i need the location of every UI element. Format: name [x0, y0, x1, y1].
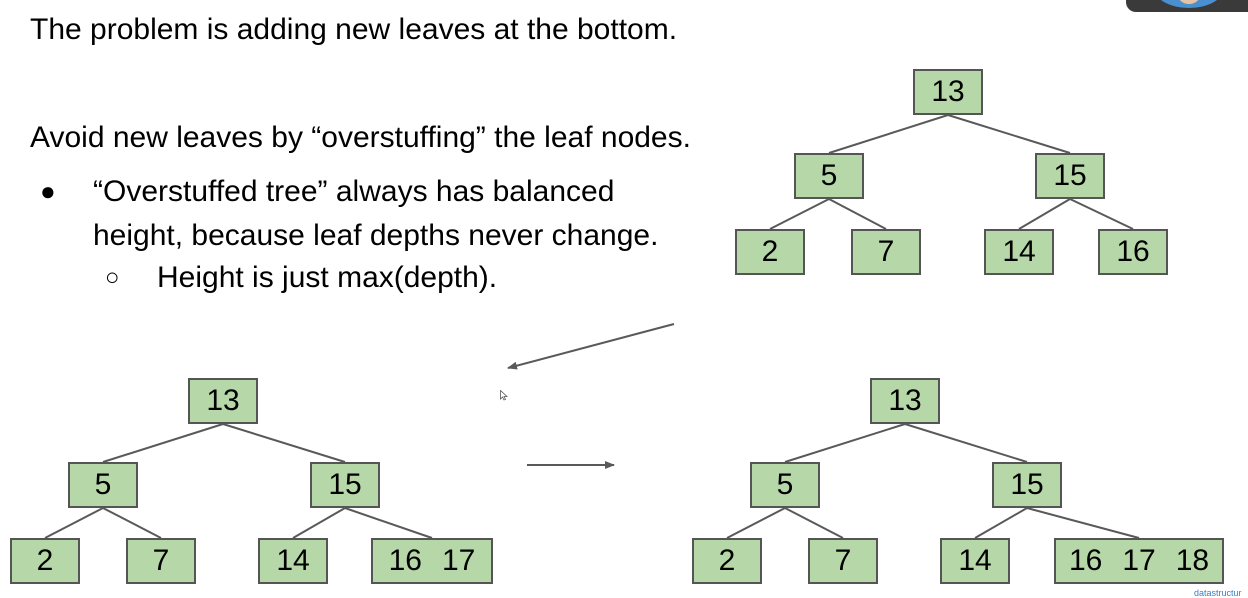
- tree-edge: [904, 423, 1028, 463]
- sub-bullet-text: Height is just max(depth).: [157, 261, 498, 294]
- tree-edge: [974, 507, 1028, 539]
- tree-edge: [828, 198, 887, 230]
- tree-node-left: 5: [794, 153, 864, 199]
- tree-node-right: 15: [1035, 153, 1105, 199]
- node-key: 5: [820, 159, 838, 192]
- node-key: 2: [761, 235, 779, 268]
- bullet-icon: ●: [40, 176, 56, 206]
- diagonal-arrow: [507, 323, 675, 370]
- overstuffing-statement: Avoid new leaves by “overstuffing” the l…: [30, 121, 691, 154]
- tree-node-left: 5: [750, 462, 820, 508]
- tree-node-left: 5: [68, 462, 138, 508]
- node-key: 13: [888, 384, 922, 417]
- node-key: 7: [877, 235, 895, 268]
- tree-node-lr: 7: [851, 229, 921, 275]
- tree-edge: [947, 114, 1071, 154]
- node-key: 15: [1010, 468, 1044, 501]
- mouse-cursor-icon: [500, 390, 508, 401]
- tree-edge: [102, 507, 162, 539]
- sub-bullet-icon: ○: [105, 264, 120, 291]
- node-key: 17: [1122, 544, 1156, 577]
- tree-node-lr: 7: [126, 538, 196, 584]
- node-key: 16: [388, 544, 422, 577]
- bullet-text-line-1: “Overstuffed tree” always has balanced: [93, 175, 615, 208]
- node-key: 18: [1175, 544, 1210, 577]
- tree-node-right: 15: [310, 462, 380, 508]
- tree-node-ll: 2: [10, 538, 80, 584]
- node-key: 17: [442, 544, 476, 577]
- node-key: 15: [1053, 159, 1087, 192]
- node-key: 13: [206, 384, 240, 417]
- node-key: 2: [718, 544, 736, 577]
- tree-edge: [784, 507, 844, 539]
- tree-edge: [44, 507, 104, 539]
- node-key: 5: [94, 468, 112, 501]
- node-key: 2: [36, 544, 54, 577]
- node-key: 13: [931, 75, 965, 108]
- tree-node-rl: 14: [940, 538, 1010, 584]
- node-key: 16: [1068, 544, 1103, 577]
- tree-edge: [1018, 198, 1071, 230]
- tree-node-rr: 16 17 18: [1054, 538, 1224, 584]
- tree-node-rr: 16: [1098, 229, 1168, 275]
- tree-edge: [726, 507, 786, 539]
- tree-edge: [769, 198, 830, 230]
- tree-node-root: 13: [188, 378, 258, 424]
- presenter-webcam-thumbnail: [1126, 0, 1248, 12]
- watermark: datastructur: [1194, 588, 1242, 598]
- tree-node-lr: 7: [808, 538, 878, 584]
- tree-node-rl: 14: [258, 538, 328, 584]
- node-key: 14: [276, 544, 310, 577]
- tree-edge: [344, 507, 433, 539]
- tree-node-root: 13: [870, 378, 940, 424]
- problem-statement: The problem is adding new leaves at the …: [30, 13, 678, 46]
- node-key: 14: [1002, 235, 1036, 268]
- tree-edge: [102, 423, 224, 463]
- tree-node-rl: 14: [984, 229, 1054, 275]
- tree-node-ll: 2: [692, 538, 762, 584]
- tree-node-right: 15: [992, 462, 1062, 508]
- node-key: 5: [776, 468, 794, 501]
- presenter-avatar: [1154, 0, 1224, 8]
- tree-node-ll: 2: [735, 229, 805, 275]
- node-key: 7: [834, 544, 852, 577]
- node-key: 15: [328, 468, 362, 501]
- node-key: 16: [1116, 235, 1150, 268]
- bullet-text-line-2: height, because leaf depths never change…: [93, 219, 659, 252]
- tree-edge: [1026, 507, 1140, 539]
- tree-node-root: 13: [913, 69, 983, 115]
- node-key: 14: [958, 544, 992, 577]
- tree-edge: [1069, 198, 1134, 230]
- tree-edge: [222, 423, 346, 463]
- node-key: 7: [152, 544, 170, 577]
- tree-edge: [828, 114, 949, 154]
- tree-edge: [784, 423, 906, 463]
- tree-edge: [292, 507, 346, 539]
